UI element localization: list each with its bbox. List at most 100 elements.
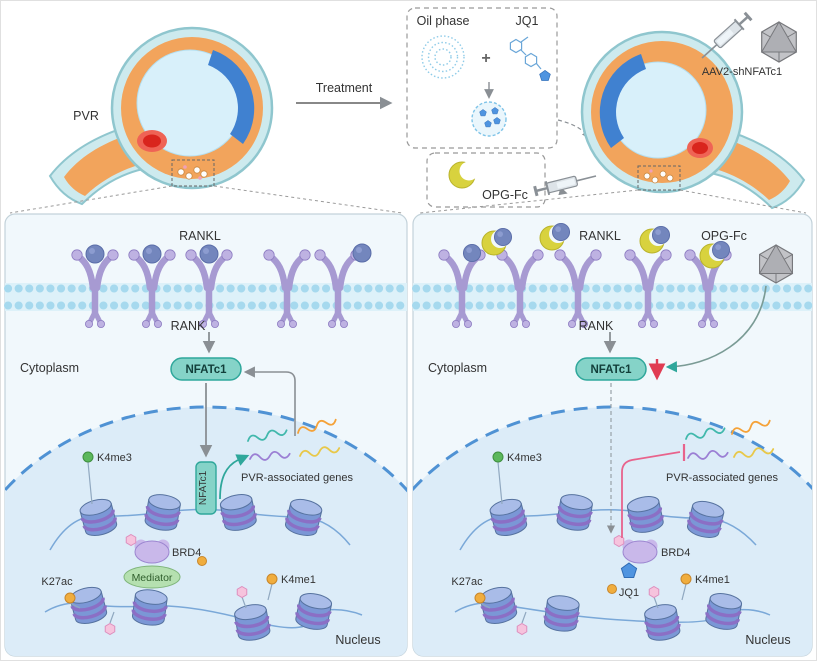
mark-stalk [497,461,503,505]
k4me3-label: K4me3 [507,452,542,464]
k4me1-mark-icon [680,573,692,585]
brd4-blob [622,540,658,564]
opg-fc-box: OPG-Fc [426,152,546,208]
k4me1-label: K4me1 [281,574,316,586]
cell-membrane [412,283,814,311]
oil-droplet-icon [421,35,465,79]
nucleosome [554,490,596,535]
pvr-genes-label: PVR-associated genes [241,472,353,484]
rankl-ligand-icon [462,243,482,263]
k27ac-mark-icon [474,592,486,604]
rankl-ligand-icon [199,244,219,264]
aav2-label: AAV2-shNFATc1 [702,66,782,78]
mark-stalk [479,602,491,609]
k4me3-label: K4me3 [97,452,132,464]
treatment-label: Treatment [316,81,373,95]
methyl-hex-icon [516,623,528,635]
mark-stalk [241,596,247,609]
opg-crescent-bite [459,161,479,181]
detached-retina [599,54,646,148]
nucleus-label: Nucleus [335,633,380,647]
k4me3-mark-icon [82,451,94,463]
mediator-blob [123,565,181,589]
aav2-knockdown-arrow [665,285,767,373]
nfatc1-label: NFATc1 [185,364,227,376]
nanoparticle-to-eye-arrow [557,119,590,140]
methyl-hex-icon [125,534,137,546]
treatment-arrow: Treatment [296,81,393,110]
jq1-label: JQ1 [516,14,539,28]
jq1-molecule-icon [509,36,542,70]
nucleosome [641,600,683,645]
jq1-label: JQ1 [619,587,639,599]
mark-stalk [653,596,659,609]
cell-cluster [177,165,208,180]
oil-jq1-box: Oil phase JQ1 + [406,7,558,149]
nucleus-envelope [413,405,812,656]
opg-fc-label: OPG-Fc [482,188,528,202]
k4me3-mark-icon [492,451,504,463]
mark-stalk [87,461,93,505]
zoom-region-box [637,165,681,191]
mark-stalk [681,583,687,601]
cytoplasm-label: Cytoplasm [20,361,79,375]
mark-stalk [69,602,81,609]
rankl-ligand-icon [352,243,372,263]
nucleus-label: Nucleus [745,633,790,647]
treated-eye: AAV2-shNFATc1 [532,9,806,210]
panel-treated: K4me3 K27ac K4me1 BRD4 JQ1 PVR-associate [412,213,814,657]
mark-stalk [267,583,273,601]
cell-cluster [643,169,674,184]
pvr-genes-label: PVR-associated genes [666,472,778,484]
detached-retina [208,50,255,144]
rankl-label: RANKL [579,229,621,243]
cytoplasm-label: Cytoplasm [428,361,487,375]
k4me1-label: K4me1 [695,574,730,586]
brd4-complex: BRD4 [125,534,201,564]
zoom-connector-lines [9,185,807,214]
rankl-ligand-icon [85,244,105,264]
rankl-ligand-icon [142,244,162,264]
acetyl-mark-icon [607,584,617,594]
nfatc1-label: NFATc1 [590,364,632,376]
lesion-inner [143,134,161,148]
brd4-blob [134,540,170,564]
opg-fc-label: OPG-Fc [701,229,747,243]
top-section: PVR Treatment Oil phase JQ1 + [9,7,807,214]
mark-stalk [521,611,527,624]
nucleus: K4me3 K27ac K4me1 BRD4 Mediator NFATc1 [5,405,407,656]
nucleosome [142,490,184,535]
acetyl-mark-icon [197,556,207,566]
plus-sign: + [481,50,490,67]
methyl-hex-icon [236,586,248,598]
nucleosome [231,600,273,645]
brd4-label: BRD4 [661,547,690,559]
brd4-complex: BRD4 JQ1 [613,535,690,599]
methyl-hex-icon [648,586,660,598]
nanoparticle-icon [471,101,507,137]
k27ac-label: K27ac [41,576,73,588]
inhibition-line [621,451,681,538]
k27ac-mark-icon [64,592,76,604]
oil-phase-label: Oil phase [417,14,470,28]
k27ac-label: K27ac [451,576,483,588]
mark-stalk [109,611,115,624]
feedback-arrow [243,366,296,436]
transcription-arrow [219,454,250,500]
nfatc1-tf-label: NFATc1 [198,470,209,505]
k4me1-mark-icon [266,573,278,585]
panel-untreated: K4me3 K27ac K4me1 BRD4 Mediator NFATc1 [4,213,409,657]
methyl-hex-icon [104,623,116,635]
zoom-region-box [171,159,215,187]
pvr-label: PVR [73,109,99,123]
untreated-eye: PVR [48,26,274,206]
rank-label: RANK [171,319,206,333]
mediator-complex: Mediator [123,565,181,589]
rankl-label: RANKL [179,229,221,243]
rank-label: RANK [579,319,614,333]
nucleus: K4me3 K27ac K4me1 BRD4 JQ1 PVR-associate [413,405,812,656]
nucleosome [129,586,170,629]
nfatc1-tf-box [195,461,217,515]
